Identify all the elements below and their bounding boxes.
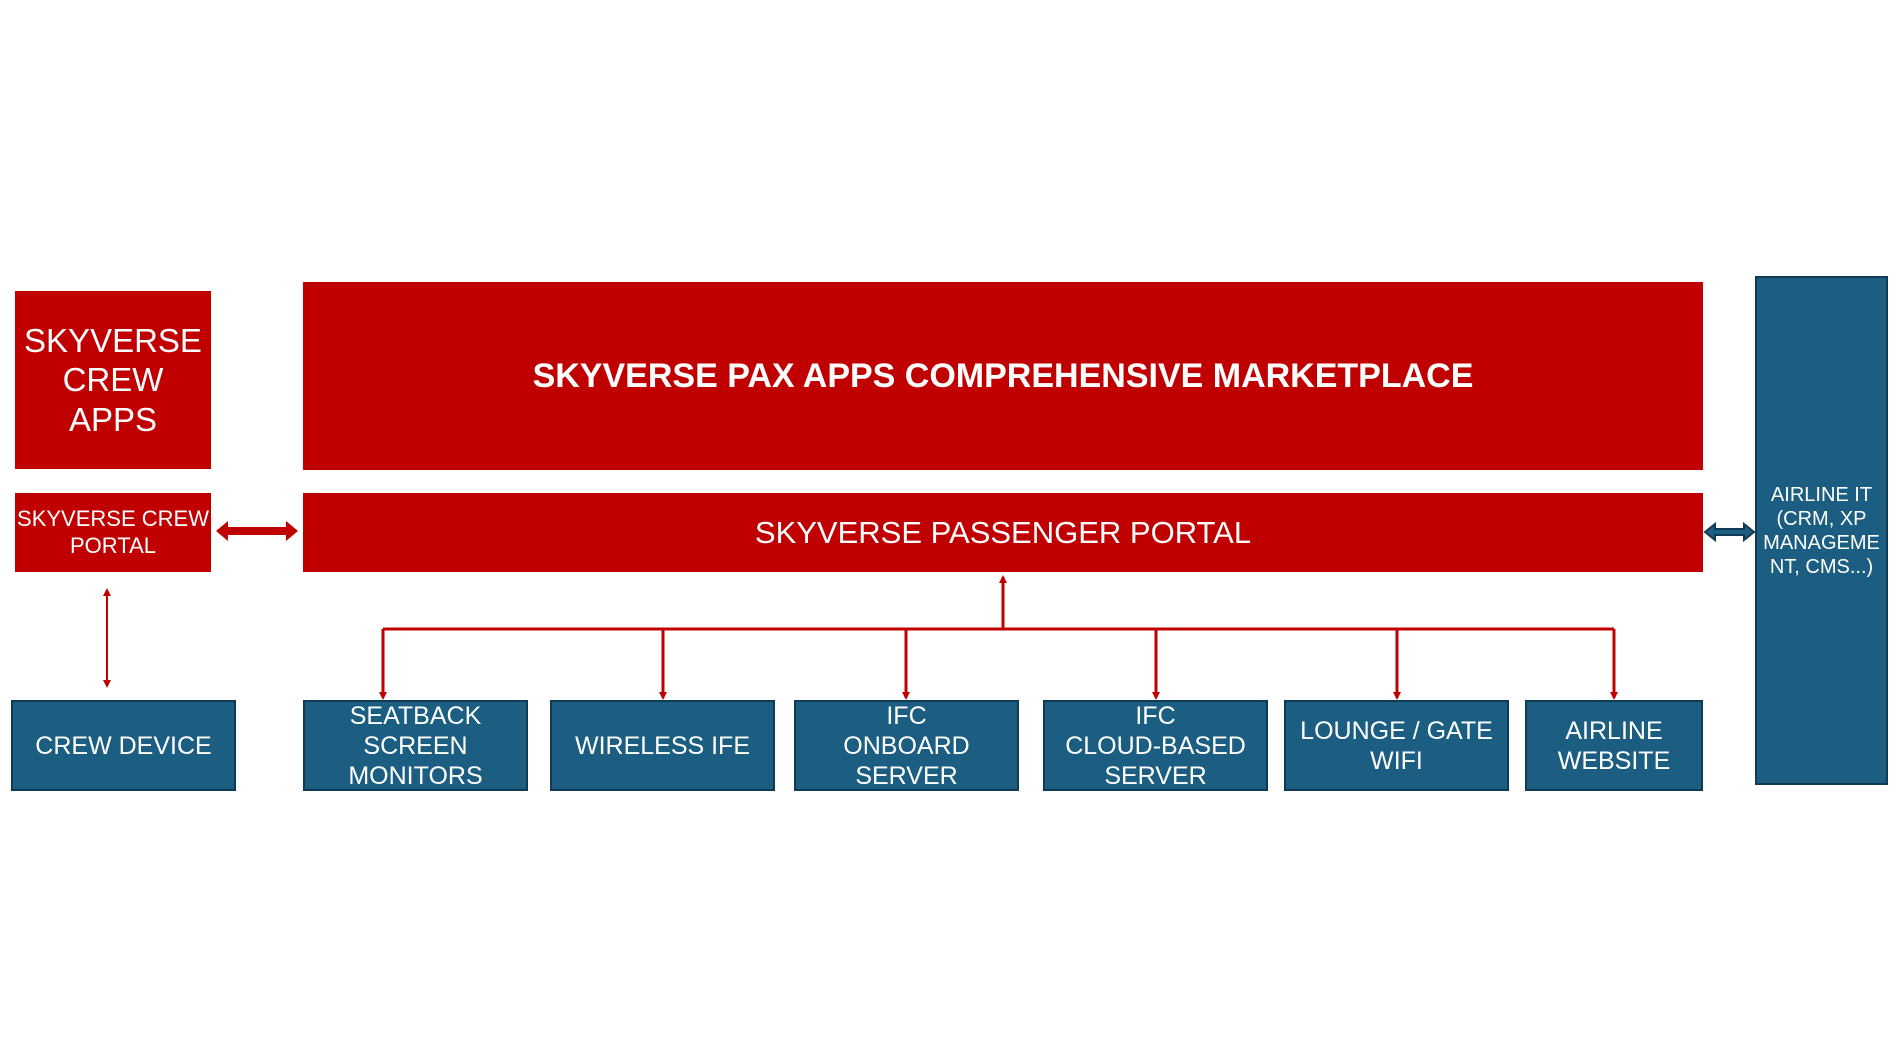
crew-apps-box: SKYVERSE CREW APPS: [15, 291, 211, 469]
channel-airline-website: AIRLINE WEBSITE: [1525, 700, 1703, 791]
marketplace-box: SKYVERSE PAX APPS COMPREHENSIVE MARKETPL…: [303, 282, 1703, 470]
passenger-portal-airline-it-arrow: [1703, 521, 1756, 543]
crew-passenger-portal-arrow: [216, 521, 298, 541]
passenger-portal-box: SKYVERSE PASSENGER PORTAL: [303, 493, 1703, 572]
airline-it-box: AIRLINE IT (CRM, XP MANAGEME NT, CMS...): [1755, 276, 1888, 785]
distribution-connector: [379, 575, 1618, 700]
channel-ifc-cloud: IFC CLOUD-BASED SERVER: [1043, 700, 1268, 791]
channel-wireless-ife: WIRELESS IFE: [550, 700, 775, 791]
channel-ifc-onboard: IFC ONBOARD SERVER: [794, 700, 1019, 791]
crew-device-box: CREW DEVICE: [11, 700, 236, 791]
crew-portal-box: SKYVERSE CREW PORTAL: [15, 493, 211, 572]
channel-seatback: SEATBACK SCREEN MONITORS: [303, 700, 528, 791]
channel-lounge-wifi: LOUNGE / GATE WIFI: [1284, 700, 1509, 791]
